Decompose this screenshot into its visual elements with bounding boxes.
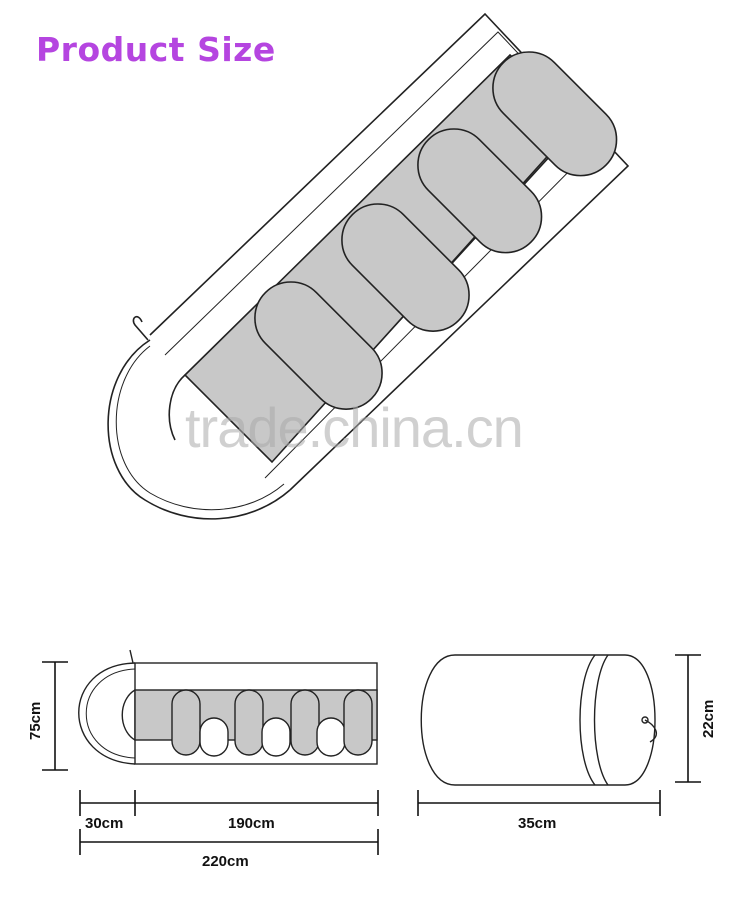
hood-inner: [115, 345, 285, 511]
drawstring: [132, 315, 149, 341]
page-title: Product Size: [36, 30, 276, 69]
sleeping-bag-flat: [78, 649, 378, 765]
label-220cm: 220cm: [202, 853, 249, 870]
label-75cm: 75cm: [27, 702, 44, 740]
compression-bag: [420, 654, 658, 786]
watermark: trade.china.cn: [185, 396, 524, 459]
hood-opening: [168, 374, 186, 441]
label-22cm: 22cm: [700, 700, 717, 738]
flat-hood: [78, 662, 136, 765]
quilting-channels: [254, 51, 618, 410]
label-30cm: 30cm: [85, 815, 123, 832]
label-190cm: 190cm: [228, 815, 275, 832]
dimension-lines: [42, 654, 701, 855]
sleeping-bag-isometric: [107, 12, 630, 520]
bag-band: [579, 654, 609, 786]
hood-outer: [107, 339, 291, 520]
bag-body: [420, 654, 656, 786]
flat-channels: [171, 689, 373, 757]
label-35cm: 35cm: [518, 815, 556, 832]
